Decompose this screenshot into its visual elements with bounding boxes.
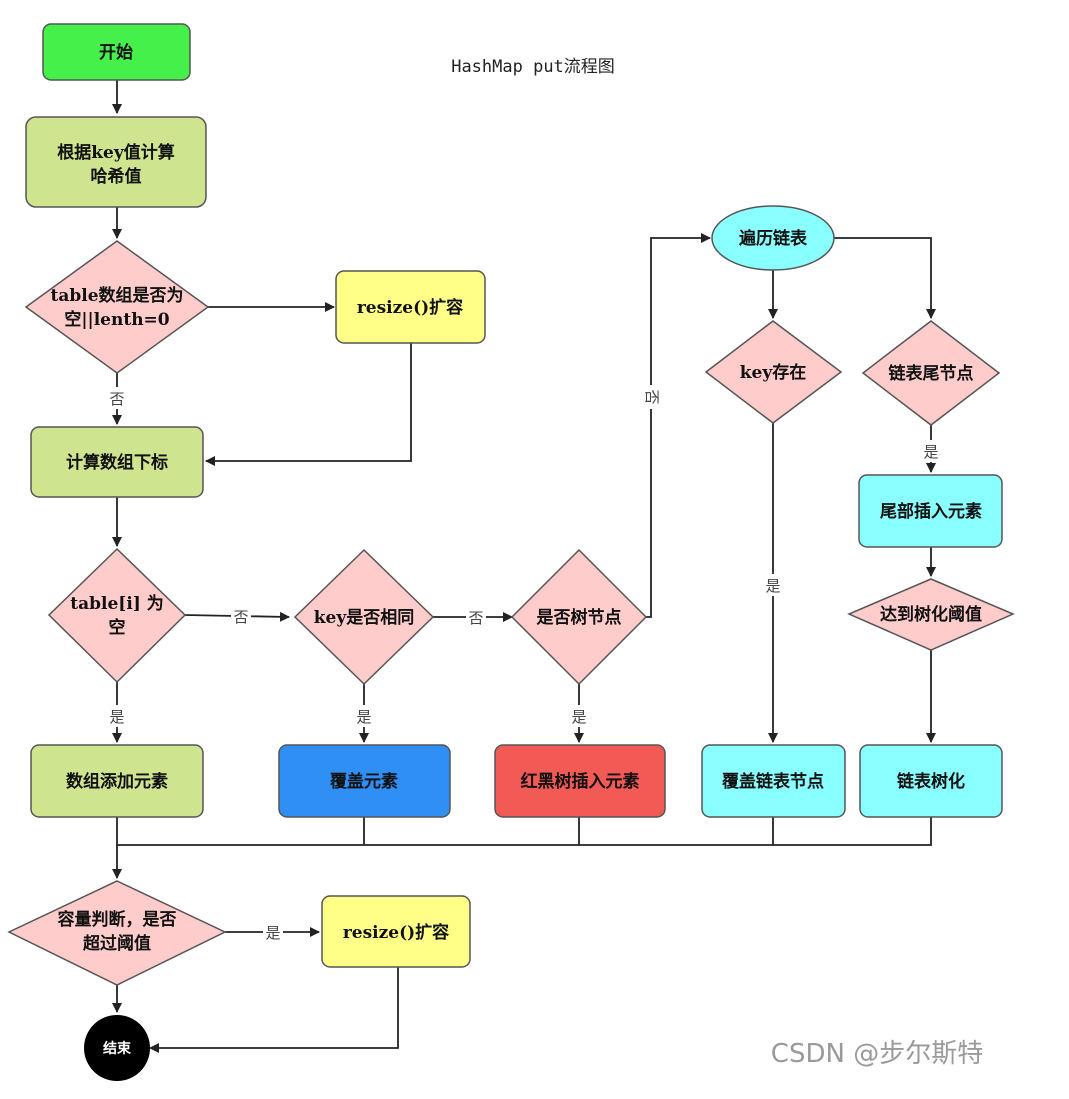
compute-hash-label-line2: 哈希值 <box>91 166 142 187</box>
rb-tree-insert-label: 红黑树插入元素 <box>521 771 640 792</box>
start-node: 开始 <box>42 23 191 81</box>
table-empty-label-line2: 空||lenth=0 <box>64 309 169 330</box>
table-empty-label-line1: table数组是否为 <box>50 285 183 306</box>
cover-list-node-label: 覆盖链表节点 <box>722 771 824 792</box>
key-same-decision: key是否相同 <box>293 548 435 686</box>
calc-index-label: 计算数组下标 <box>66 452 168 473</box>
add-element-label: 数组添加元素 <box>66 771 168 792</box>
watermark: CSDN @步尔斯特 <box>771 1039 983 1069</box>
is-tree-label: 是否树节点 <box>537 607 622 628</box>
start-label: 开始 <box>99 42 133 63</box>
is-tree-decision: 是否树节点 <box>510 548 648 686</box>
rb-tree-insert-node: 红黑树插入元素 <box>494 744 666 818</box>
treeify-node: 链表树化 <box>859 744 1003 818</box>
slot-empty-label-line1: table[i] 为 <box>70 593 164 614</box>
treeify-threshold-decision: 达到树化阈值 <box>847 578 1015 651</box>
edge-labels: 否 否 否 否 是 是 是 是 是 是 <box>108 385 940 943</box>
capacity-check-label-line1: 容量判断，是否 <box>58 909 177 930</box>
cover-element-node: 覆盖元素 <box>278 744 451 818</box>
edge-label-no: 否 <box>468 609 483 627</box>
tail-node-decision: 链表尾节点 <box>861 320 1001 426</box>
key-exists-label: key存在 <box>740 362 806 383</box>
compute-hash-label-line1: 根据key值计算 <box>57 142 174 163</box>
slot-empty-decision: table[i] 为 空 <box>47 547 187 684</box>
treeify-threshold-label: 达到树化阈值 <box>880 604 982 625</box>
capacity-check-decision: 容量判断，是否 超过阈值 <box>7 880 227 986</box>
edge-label-no: 否 <box>109 390 124 408</box>
key-exists-decision: key存在 <box>704 320 843 424</box>
calc-index-node: 计算数组下标 <box>30 426 204 498</box>
edge-label-no: 否 <box>643 389 661 404</box>
edge-label-yes: 是 <box>265 924 280 942</box>
connectors <box>112 80 936 1053</box>
cover-list-node: 覆盖链表节点 <box>701 744 846 818</box>
edge-label-no: 否 <box>233 608 248 626</box>
slot-empty-label-line2: 空 <box>109 617 126 638</box>
edge-resize1-calcindex <box>205 343 412 466</box>
edge-label-yes: 是 <box>109 708 124 726</box>
traverse-list-label: 遍历链表 <box>738 228 808 249</box>
edge-label-yes: 是 <box>923 443 938 461</box>
add-element-node: 数组添加元素 <box>30 744 204 818</box>
edge-label-yes: 是 <box>356 708 371 726</box>
edge-label-yes: 是 <box>765 577 780 595</box>
edge-resize2-end <box>149 967 399 1053</box>
end-label: 结束 <box>103 1040 132 1057</box>
edge-istree-traverse <box>646 233 711 618</box>
resize-label-1: resize()扩容 <box>357 297 463 318</box>
diagram-title: HashMap put流程图 <box>451 57 615 77</box>
resize-node-2: resize()扩容 <box>321 895 471 968</box>
end-node: 结束 <box>84 1015 150 1081</box>
tail-insert-label: 尾部插入元素 <box>880 501 982 522</box>
tail-insert-node: 尾部插入元素 <box>858 474 1003 548</box>
key-same-label: key是否相同 <box>314 607 414 628</box>
edge-traverse-tailnode <box>834 237 936 319</box>
treeify-label: 链表树化 <box>897 771 965 792</box>
compute-hash-node: 根据key值计算 哈希值 <box>25 116 207 208</box>
traverse-list-node: 遍历链表 <box>711 205 835 271</box>
capacity-check-label-line2: 超过阈值 <box>83 933 151 954</box>
edge-merge-bus <box>116 817 932 846</box>
resize-node-1: resize()扩容 <box>335 270 486 344</box>
tail-node-label: 链表尾节点 <box>889 363 974 384</box>
resize-label-2: resize()扩容 <box>343 922 449 943</box>
table-empty-decision: table数组是否为 空||lenth=0 <box>24 240 210 374</box>
cover-element-label: 覆盖元素 <box>330 771 398 792</box>
edge-label-yes: 是 <box>571 708 586 726</box>
